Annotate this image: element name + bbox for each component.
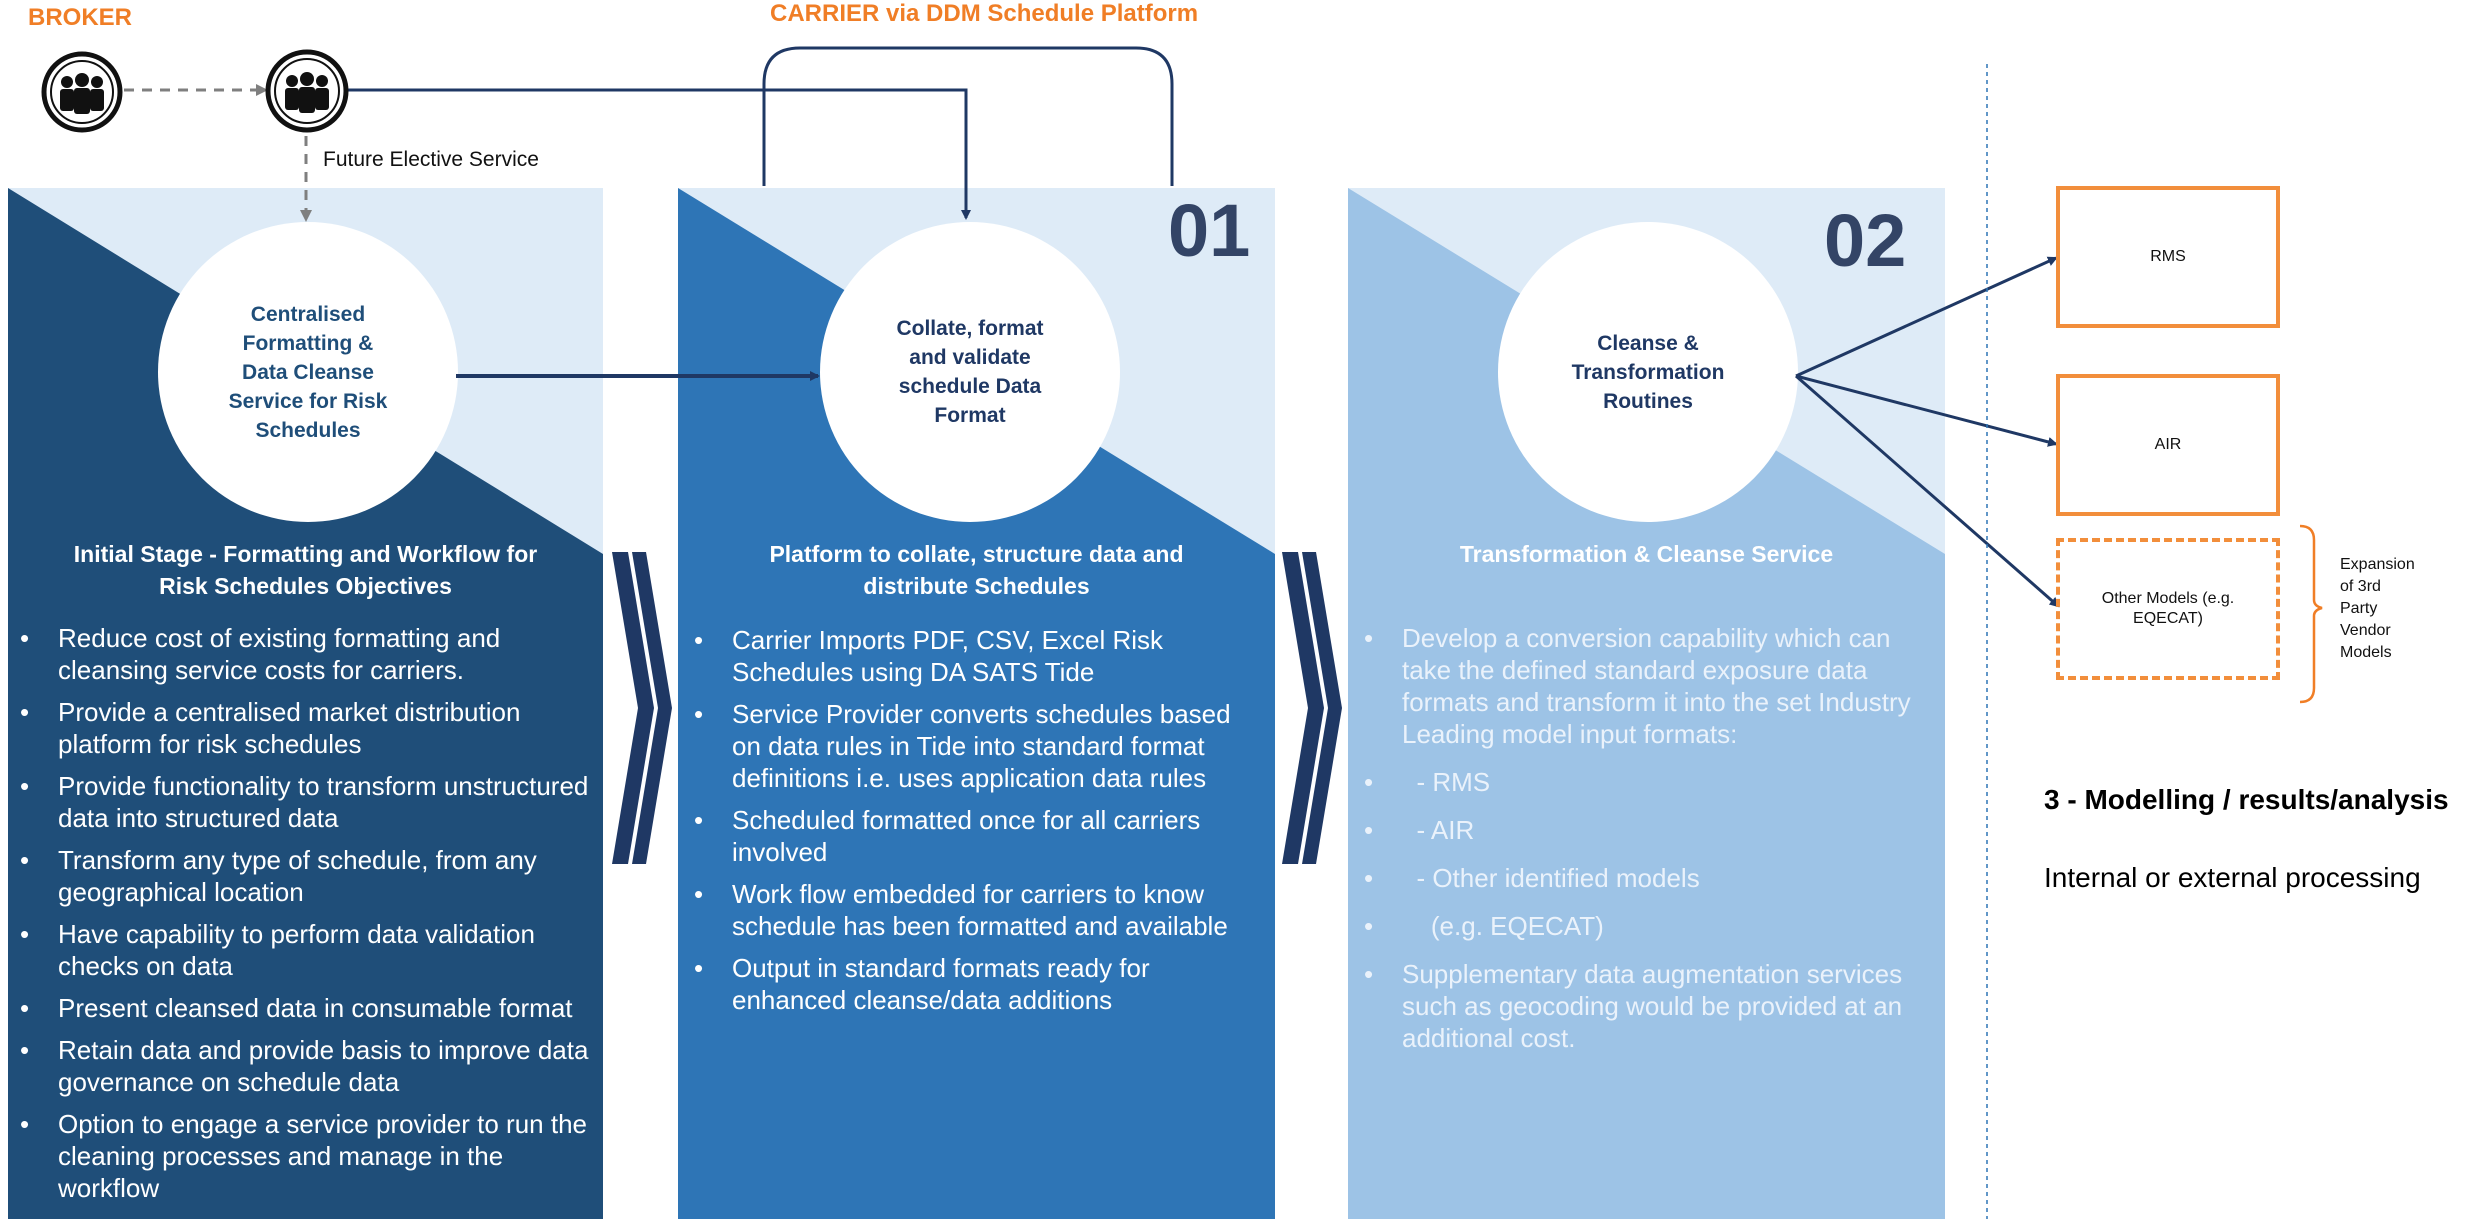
cleanse-transformation-circle: Cleanse & Transformation Routines — [1498, 222, 1798, 522]
list-item: - AIR — [1364, 814, 1924, 846]
list-item: Carrier Imports PDF, CSV, Excel Risk Sch… — [694, 624, 1254, 688]
list-item: - RMS — [1364, 766, 1924, 798]
list-item: Output in standard formats ready for enh… — [694, 952, 1254, 1016]
collate-format-circle: Collate, format and validate schedule Da… — [820, 222, 1120, 522]
transformation-bullets: Develop a conversion capability which ca… — [1364, 622, 1924, 1070]
list-item: Scheduled formatted once for all carrier… — [694, 804, 1254, 868]
results-subtitle: Internal or external processing — [2044, 862, 2421, 893]
initial-stage-bullets: Reduce cost of existing formatting and c… — [20, 622, 590, 1214]
list-item: Develop a conversion capability which ca… — [1364, 622, 1924, 750]
broker-label: BROKER — [28, 4, 133, 31]
future-service-label: Future Elective Service — [323, 148, 539, 171]
list-item: Option to engage a service provider to r… — [20, 1108, 590, 1204]
list-item: Have capability to perform data validati… — [20, 918, 590, 982]
carrier-label: CARRIER via DDM Schedule Platform — [770, 0, 1199, 27]
expansion-note: Expansion of 3rd Party Vendor Models — [2340, 556, 2415, 661]
list-item: Supplementary data augmentation services… — [1364, 958, 1924, 1054]
platform-heading: Platform to collate, structure data and … — [769, 541, 1184, 599]
other-models-box: Other Models (e.g. EQECAT) — [2056, 538, 2280, 680]
list-item: Provide a centralised market distributio… — [20, 696, 590, 760]
list-item: Retain data and provide basis to improve… — [20, 1034, 590, 1098]
circle-text: Collate, format and validate schedule Da… — [896, 317, 1044, 427]
list-item: Service Provider converts schedules base… — [694, 698, 1254, 794]
transformation-heading: Transformation & Cleanse Service — [1459, 541, 1834, 567]
broker-group-icon — [41, 51, 123, 133]
chevron-arrow-icon — [612, 552, 672, 864]
list-item: (e.g. EQECAT) — [1364, 910, 1924, 942]
circle-text: Centralised Formatting & Data Cleanse Se… — [228, 302, 388, 442]
initial-stage-panel: Centralised Formatting & Data Cleanse Se… — [8, 188, 603, 1219]
list-item: Transform any type of schedule, from any… — [20, 844, 590, 908]
transformation-panel: 02 Cleanse & Transformation Routines Tra… — [1348, 188, 1945, 1219]
circle-text: Cleanse & Transformation Routines — [1571, 331, 1725, 413]
list-item: Work flow embedded for carriers to know … — [694, 878, 1254, 942]
chevron-arrow-icon — [1282, 552, 1342, 864]
list-item: - Other identified models — [1364, 862, 1924, 894]
platform-panel: 01 Collate, format and validate schedule… — [678, 188, 1275, 1219]
list-item: Reduce cost of existing formatting and c… — [20, 622, 590, 686]
list-item: Provide functionality to transform unstr… — [20, 770, 590, 834]
step-number-02: 02 — [1824, 199, 1907, 282]
air-model-box: AIR — [2056, 374, 2280, 516]
carrier-group-icon — [265, 49, 349, 133]
list-item: Present cleansed data in consumable form… — [20, 992, 590, 1024]
centralised-service-circle: Centralised Formatting & Data Cleanse Se… — [158, 222, 458, 522]
platform-bullets: Carrier Imports PDF, CSV, Excel Risk Sch… — [694, 624, 1254, 1026]
rms-model-box: RMS — [2056, 186, 2280, 328]
step-number-01: 01 — [1168, 189, 1251, 272]
initial-stage-heading: Initial Stage - Formatting and Workflow … — [73, 541, 538, 599]
results-title: 3 - Modelling / results/analysis — [2044, 784, 2449, 815]
